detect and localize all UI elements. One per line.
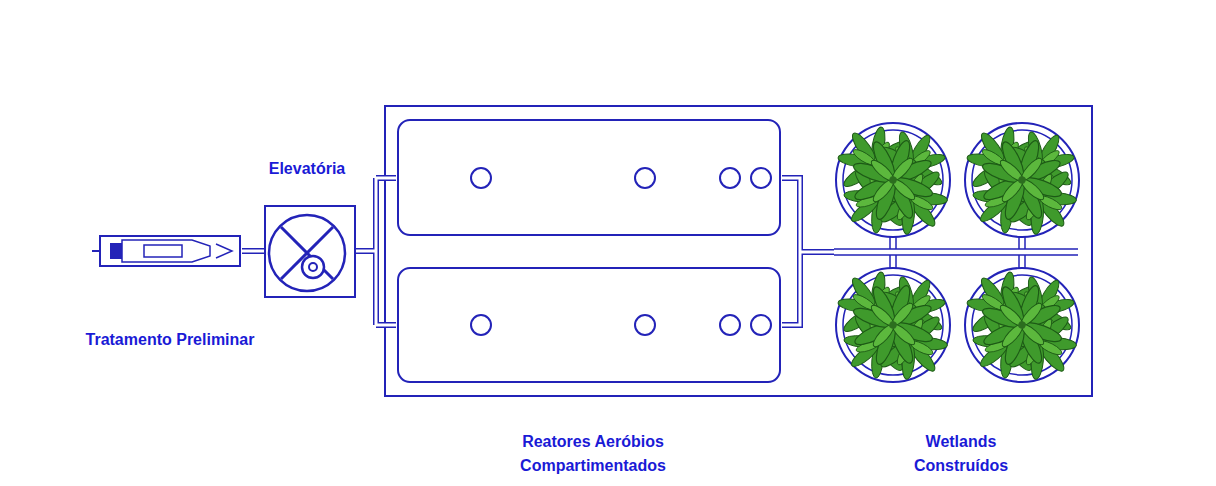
label-holder: Tratamento Preliminar	[60, 328, 280, 352]
pump-station: Elevatória	[264, 205, 356, 298]
label-holder: Reatores Aeróbios Compartimentados	[493, 430, 693, 478]
site-enclosure	[385, 106, 1092, 396]
pipe-outline	[242, 248, 264, 254]
preliminary-treatment: Tratamento Preliminar	[92, 230, 242, 272]
wetland-group-shape	[834, 120, 1084, 388]
pipe-connector	[782, 178, 834, 325]
pipe-bore	[242, 250, 264, 253]
label-holder: Elevatória	[247, 157, 367, 181]
pipe-outline	[356, 178, 396, 325]
wetland-group: Wetlands Construídos	[834, 120, 1084, 388]
pump-station-shape	[264, 205, 356, 298]
node-label: Elevatória	[267, 157, 347, 181]
reactor-group-shape	[396, 118, 782, 384]
node-label: Reatores Aeróbios Compartimentados	[493, 430, 693, 478]
preliminary-treatment-shape	[92, 230, 242, 272]
node-label: Tratamento Preliminar	[84, 328, 257, 352]
pipe-connector	[356, 178, 396, 325]
node-label: Wetlands Construídos	[891, 430, 1031, 478]
pipe-bore	[782, 178, 834, 325]
reactor-group: Reatores Aeróbios Compartimentados	[396, 118, 782, 384]
pipe-bore	[356, 178, 396, 325]
label-holder: Wetlands Construídos	[891, 430, 1031, 478]
pipe-connector	[242, 251, 264, 252]
pipe-outline	[782, 178, 834, 325]
